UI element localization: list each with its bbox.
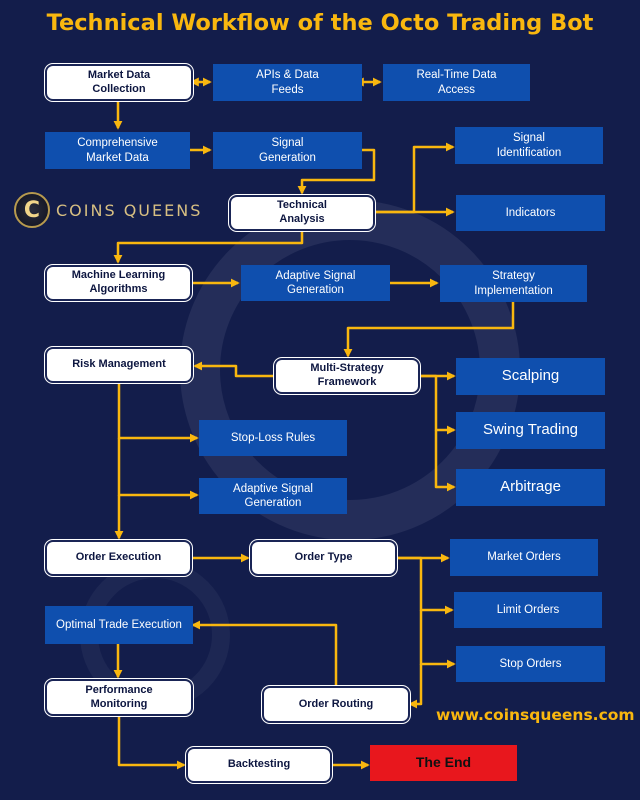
node-scalping: Scalping — [456, 358, 605, 395]
edge-msf-swing — [420, 374, 456, 435]
node-adaptive-signal-generation-2: Adaptive Signal Generation — [199, 478, 347, 514]
node-the-end: The End — [370, 745, 517, 781]
node-machine-learning-algorithms: Machine Learning Algorithms — [45, 265, 192, 301]
node-stop-loss-rules: Stop-Loss Rules — [199, 420, 347, 456]
node-risk-management: Risk Management — [45, 347, 193, 383]
node-swing-trading: Swing Trading — [456, 412, 605, 449]
edge-ot-or — [408, 664, 423, 709]
edge-si-msf — [343, 302, 515, 358]
node-strategy-implementation: Strategy Implementation — [440, 265, 587, 302]
edge-rm-asg2 — [117, 438, 199, 500]
page-title: Technical Workflow of the Octo Trading B… — [46, 10, 594, 36]
node-order-type: Order Type — [250, 540, 397, 576]
node-performance-monitoring: Performance Monitoring — [45, 679, 193, 716]
node-signal-identification: Signal Identification — [455, 127, 603, 164]
edge-rm-stop — [117, 383, 199, 443]
node-arbitrage: Arbitrage — [456, 469, 605, 506]
node-technical-analysis: Technical Analysis — [229, 195, 375, 231]
node-apis-data-feeds: APIs & Data Feeds — [213, 64, 362, 101]
node-real-time-data-access: Real-Time Data Access — [383, 64, 530, 101]
node-order-routing: Order Routing — [262, 686, 410, 723]
node-backtesting: Backtesting — [186, 747, 332, 783]
edge-or-ote — [191, 620, 338, 686]
coins-queens-logo: C COINS QUEENS — [14, 190, 202, 230]
node-market-data-collection: Market Data Collection — [45, 64, 193, 101]
edge-ta-mla — [113, 231, 304, 264]
edge-pm-bt — [117, 716, 186, 770]
node-comprehensive-market-data: Comprehensive Market Data — [45, 132, 190, 169]
edge-msf-rm — [193, 361, 274, 378]
edge-sg-ta — [297, 148, 376, 195]
node-adaptive-signal-generation-1: Adaptive Signal Generation — [241, 265, 390, 301]
node-market-orders: Market Orders — [450, 539, 598, 576]
website-link[interactable]: www.coinsqueens.com — [436, 706, 635, 724]
edge-ot-lo — [397, 556, 454, 615]
logo-wordmark: COINS QUEENS — [56, 200, 203, 220]
edge-ta-si — [375, 142, 455, 214]
edge-ot-so — [419, 610, 456, 669]
edge-msf-arb — [434, 430, 456, 492]
node-stop-orders: Stop Orders — [456, 646, 605, 682]
node-limit-orders: Limit Orders — [454, 592, 602, 628]
node-multi-strategy-framework: Multi-Strategy Framework — [274, 358, 420, 394]
node-signal-generation: Signal Generation — [213, 132, 362, 169]
node-indicators: Indicators — [456, 195, 605, 231]
logo-badge-icon: C — [14, 192, 50, 228]
node-optimal-trade-execution: Optimal Trade Execution — [45, 606, 193, 644]
node-order-execution: Order Execution — [45, 540, 192, 576]
